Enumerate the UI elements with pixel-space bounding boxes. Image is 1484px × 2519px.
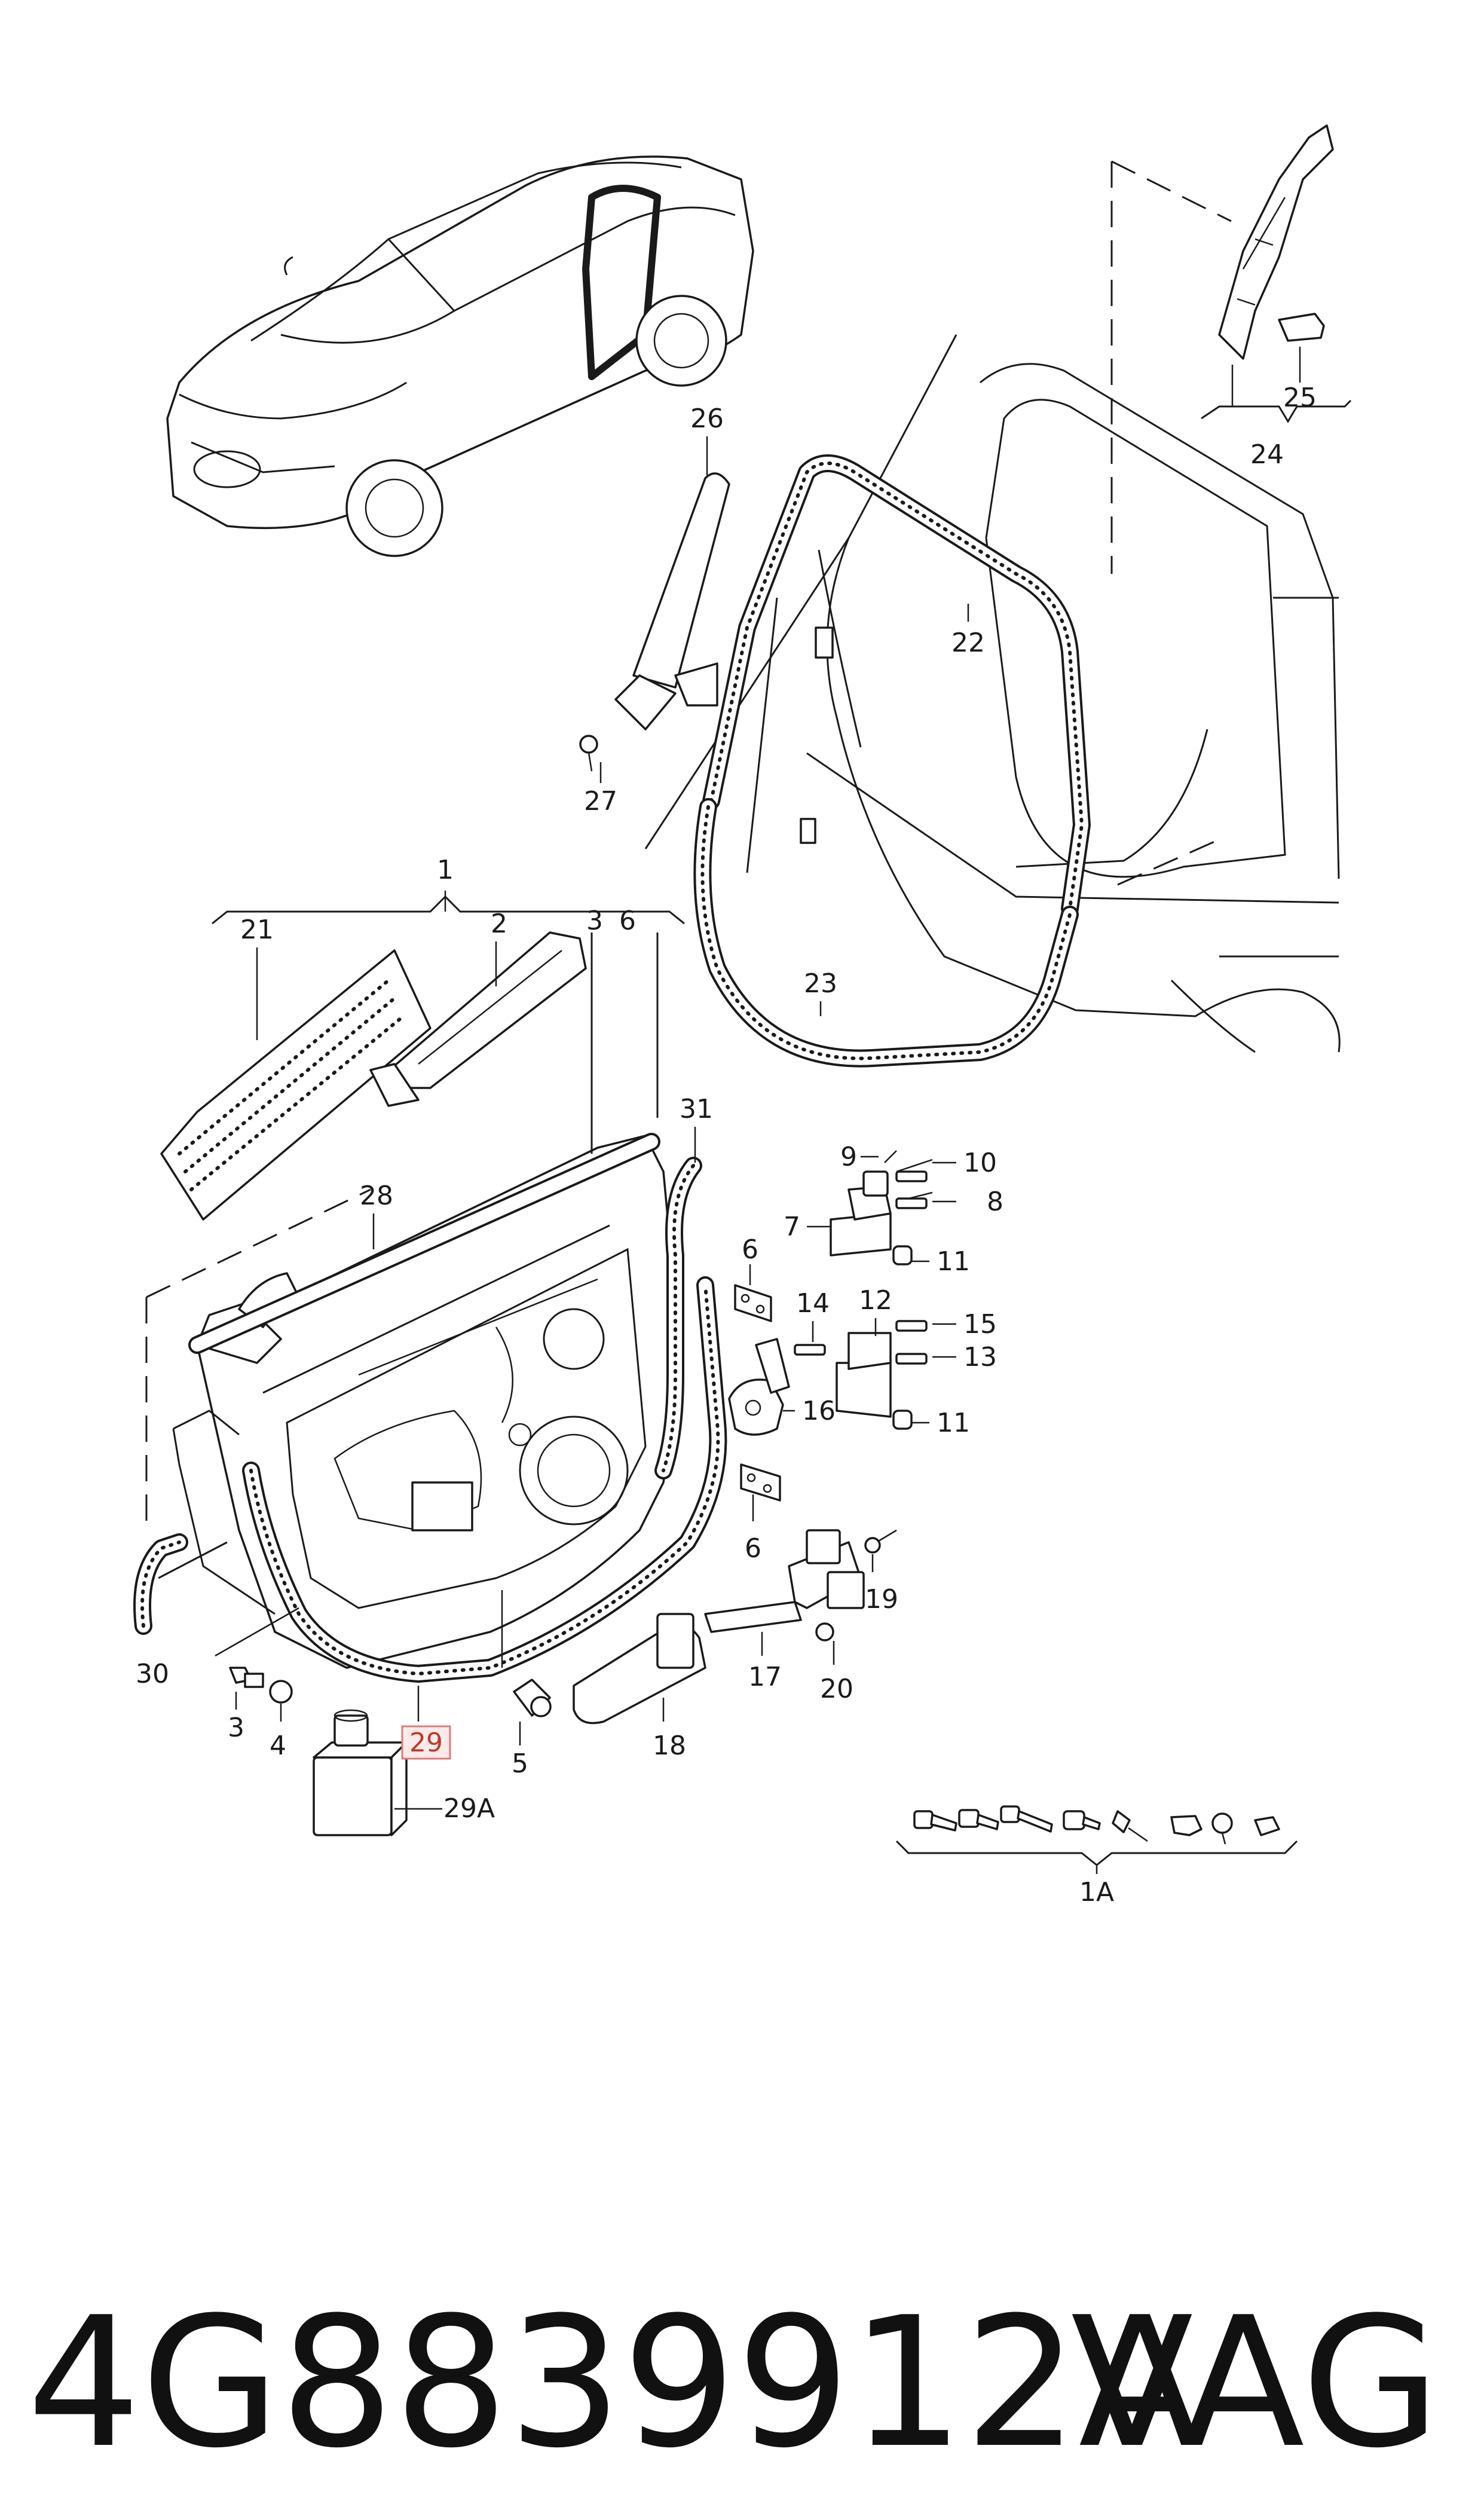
- adhesive-bottle-29A: [313, 1709, 408, 1836]
- callout-4[interactable]: 4: [270, 1731, 286, 1761]
- clip-25: [1278, 313, 1325, 342]
- callout-17[interactable]: 17: [748, 1662, 782, 1692]
- callout-13[interactable]: 13: [963, 1342, 997, 1372]
- plate-6-upper: [734, 1284, 772, 1322]
- callout-21[interactable]: 21: [240, 915, 274, 945]
- callout-20[interactable]: 20: [820, 1674, 853, 1704]
- callout-3-top[interactable]: 3: [586, 906, 603, 936]
- callout-1A[interactable]: 1A: [1079, 1877, 1114, 1907]
- callout-11-lower[interactable]: 11: [937, 1408, 970, 1438]
- callout-22[interactable]: 22: [951, 628, 985, 658]
- part-number: 4G8839912A: [27, 2279, 1202, 2487]
- callout-11-upper[interactable]: 11: [937, 1246, 970, 1277]
- callout-26[interactable]: 26: [690, 403, 724, 434]
- callout-6-low[interactable]: 6: [745, 1533, 761, 1564]
- belt-seal-28: [188, 1133, 660, 1354]
- callout-3-bottom[interactable]: 3: [228, 1713, 244, 1743]
- bracket-30: [133, 1533, 188, 1635]
- callout-19[interactable]: 19: [865, 1584, 898, 1615]
- callout-23[interactable]: 23: [804, 968, 837, 999]
- callout-6-top[interactable]: 6: [619, 906, 636, 936]
- callout-2[interactable]: 2: [491, 909, 507, 939]
- brand-label: VAG: [1071, 2279, 1440, 2487]
- door-check-17: [704, 1529, 897, 1641]
- damping-mat-21: [160, 949, 432, 1221]
- hinge-lower: [794, 1320, 928, 1430]
- door-opening-seal-lower: [693, 798, 1079, 1068]
- callout-15[interactable]: 15: [963, 1309, 997, 1340]
- callout-10[interactable]: 10: [963, 1148, 997, 1178]
- door-skin-outline-2: [173, 1410, 240, 1436]
- bracket-1A: [895, 1840, 1298, 1866]
- leader-3-diag: [215, 1607, 299, 1657]
- leader-dashed-24: [1117, 836, 1226, 886]
- buffer-5: [513, 1679, 552, 1717]
- window-guide-2: [369, 931, 587, 1107]
- bracket-1: [212, 895, 685, 925]
- hinge-upper: [830, 1150, 933, 1265]
- callout-29[interactable]: 29: [409, 1728, 443, 1758]
- callout-8[interactable]: 8: [987, 1187, 1003, 1217]
- fastener-kit-1A: [913, 1805, 1280, 1845]
- bracket-24: [1218, 124, 1334, 360]
- callout-18[interactable]: 18: [653, 1731, 686, 1761]
- callout-9[interactable]: 9: [840, 1142, 857, 1172]
- bolt-3: [229, 1667, 264, 1688]
- leader-dashed-diag: [1111, 160, 1232, 222]
- bracket-16: [728, 1338, 790, 1436]
- callout-29A[interactable]: 29A: [443, 1793, 495, 1824]
- callout-27[interactable]: 27: [584, 786, 617, 817]
- callout-16[interactable]: 16: [802, 1396, 836, 1426]
- plug-4: [269, 1680, 293, 1704]
- callout-6-mid[interactable]: 6: [742, 1234, 758, 1265]
- buffer-18: [573, 1613, 706, 1725]
- plate-6-lower: [740, 1463, 781, 1502]
- callout-7[interactable]: 7: [784, 1212, 800, 1242]
- bracket-24-brace: [1201, 399, 1352, 423]
- callout-24[interactable]: 24: [1250, 439, 1284, 470]
- callout-12[interactable]: 12: [859, 1285, 892, 1316]
- seal-31: [654, 1157, 702, 1479]
- callout-5[interactable]: 5: [512, 1748, 528, 1779]
- door-shell-main: [196, 1135, 683, 1669]
- callout-25[interactable]: 25: [1283, 383, 1317, 413]
- leader-30: [158, 1541, 228, 1579]
- door-skin-outline: [172, 1428, 276, 1615]
- callout-14[interactable]: 14: [796, 1288, 830, 1319]
- pillar-trim-26: [579, 472, 730, 772]
- callout-28[interactable]: 28: [360, 1181, 393, 1211]
- callout-30[interactable]: 30: [136, 1659, 169, 1689]
- car-overview-illustration: [166, 155, 754, 557]
- door-seal-29: [242, 1276, 727, 1683]
- callout-1[interactable]: 1: [437, 855, 454, 885]
- callout-29-highlight-box: [401, 1725, 451, 1760]
- body-side-illustration: [644, 334, 1341, 1053]
- door-outline-dashed-2: [146, 1188, 371, 1298]
- door-opening-seal-upper: [702, 454, 1091, 918]
- callout-31[interactable]: 31: [680, 1094, 713, 1124]
